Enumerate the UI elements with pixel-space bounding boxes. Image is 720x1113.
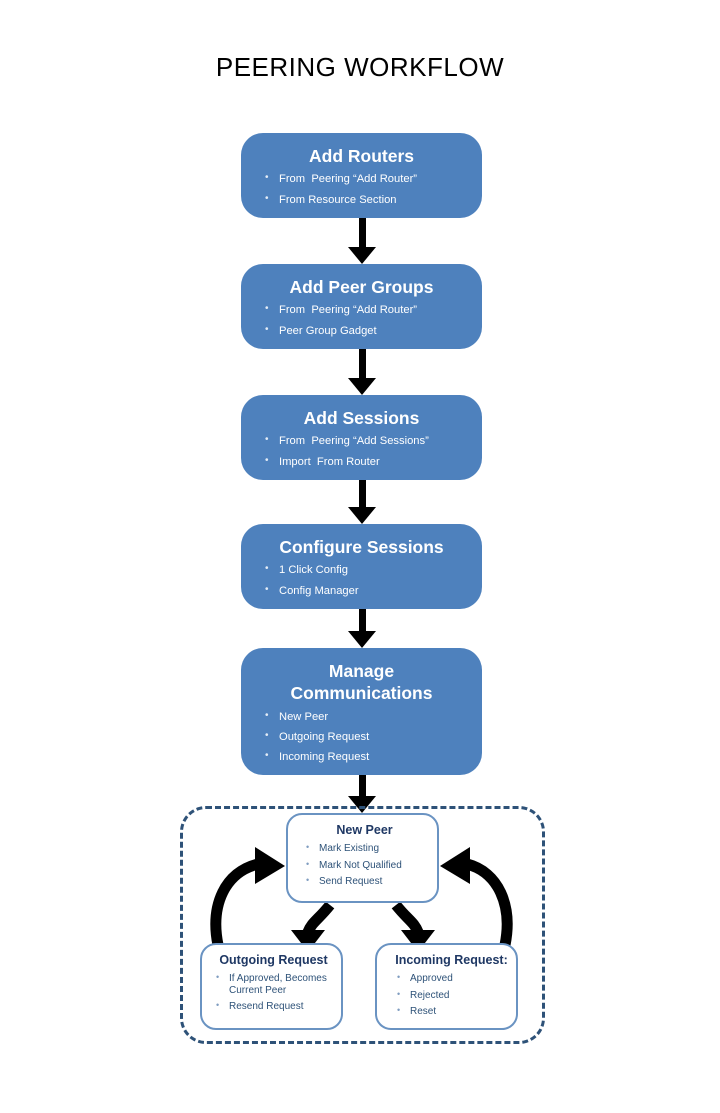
sub-step-bullet-list: If Approved, Becomes Current Peer Resend…: [214, 972, 333, 1013]
list-item: New Peer: [265, 711, 482, 723]
list-item: Outgoing Request: [265, 731, 482, 743]
list-item: 1 Click Config: [265, 564, 482, 576]
flow-arrow-1: [348, 218, 376, 264]
list-item: Config Manager: [265, 585, 482, 597]
step-bullet-list: 1 Click Config Config Manager: [241, 564, 482, 597]
sub-step-title: Outgoing Request: [219, 953, 328, 967]
list-item: From Resource Section: [265, 194, 482, 206]
flow-step-add-sessions: Add Sessions From Peering “Add Sessions”…: [241, 395, 482, 480]
arrow-head-icon: [348, 378, 376, 395]
step-title: Configure Sessions: [279, 537, 444, 557]
arrow-head-icon: [348, 631, 376, 648]
list-item: Approved: [395, 972, 508, 985]
list-item: Mark Not Qualified: [304, 859, 425, 872]
list-item: Mark Existing: [304, 842, 425, 855]
sub-step-title: New Peer: [336, 823, 393, 837]
sub-step-outgoing-request: Outgoing Request If Approved, Becomes Cu…: [200, 943, 343, 1030]
arrow-shaft: [359, 349, 366, 378]
list-item: From Peering “Add Router”: [265, 173, 482, 185]
flow-step-add-peer-groups: Add Peer Groups From Peering “Add Router…: [241, 264, 482, 349]
step-title: Manage Communications: [241, 660, 482, 705]
step-bullet-list: New Peer Outgoing Request Incoming Reque…: [241, 711, 482, 764]
list-item: Import From Router: [265, 456, 482, 468]
step-bullet-list: From Peering “Add Sessions” Import From …: [241, 435, 482, 468]
sub-step-title: Incoming Request:: [395, 953, 508, 967]
arrow-shaft: [359, 775, 366, 796]
flow-arrow-4: [348, 609, 376, 648]
arrow-shaft: [359, 609, 366, 631]
list-item: Send Request: [304, 875, 425, 888]
list-item: Reset: [395, 1005, 508, 1018]
list-item: Resend Request: [214, 1000, 333, 1013]
sub-step-incoming-request: Incoming Request: Approved Rejected Rese…: [375, 943, 518, 1030]
list-item: From Peering “Add Router”: [265, 304, 482, 316]
arrow-head-icon: [348, 247, 376, 264]
flow-step-add-routers: Add Routers From Peering “Add Router” Fr…: [241, 133, 482, 218]
step-title-line-1: Manage: [328, 661, 395, 681]
list-item: Rejected: [395, 989, 508, 1002]
flow-arrow-2: [348, 349, 376, 395]
sub-step-bullet-list: Approved Rejected Reset: [395, 972, 508, 1018]
list-item: From Peering “Add Sessions”: [265, 435, 482, 447]
flow-arrow-3: [348, 480, 376, 524]
list-item: If Approved, Becomes Current Peer: [214, 972, 333, 997]
communications-group-container: [180, 806, 545, 1044]
page-title: PEERING WORKFLOW: [215, 52, 505, 82]
step-title-line-2: Communications: [290, 683, 433, 704]
list-item: Incoming Request: [265, 751, 482, 763]
arrow-shaft: [359, 480, 366, 507]
step-title: Add Routers: [309, 146, 414, 166]
flow-step-manage-communications: Manage Communications New Peer Outgoing …: [241, 648, 482, 775]
arrow-shaft: [359, 218, 366, 247]
list-item: Peer Group Gadget: [265, 325, 482, 337]
step-bullet-list: From Peering “Add Router” From Resource …: [241, 173, 482, 206]
sub-step-new-peer: New Peer Mark Existing Mark Not Qualifie…: [286, 813, 439, 903]
step-title: Add Sessions: [303, 408, 420, 428]
sub-step-bullet-list: Mark Existing Mark Not Qualified Send Re…: [304, 842, 425, 888]
step-bullet-list: From Peering “Add Router” Peer Group Gad…: [241, 304, 482, 337]
arrow-head-icon: [348, 507, 376, 524]
flow-step-configure-sessions: Configure Sessions 1 Click Config Config…: [241, 524, 482, 609]
step-title: Add Peer Groups: [289, 277, 434, 297]
